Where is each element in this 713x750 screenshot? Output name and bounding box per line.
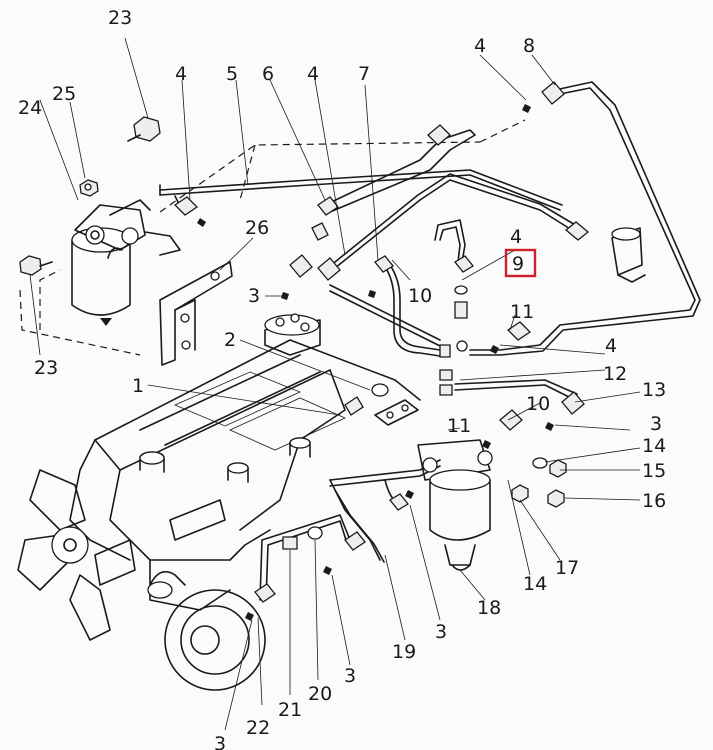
label-1: 1 bbox=[132, 375, 144, 397]
label-23: 23 bbox=[108, 7, 132, 29]
label-4: 4 bbox=[605, 335, 617, 357]
dashed-outline bbox=[19, 141, 481, 356]
junction-bracket bbox=[374, 399, 419, 426]
label-16: 16 bbox=[642, 490, 666, 512]
fuel-lines bbox=[159, 81, 701, 601]
label-10: 10 bbox=[408, 285, 432, 307]
label-4: 4 bbox=[510, 226, 522, 248]
label-17: 17 bbox=[555, 557, 579, 579]
label-19: 19 bbox=[392, 641, 416, 663]
leader-lines bbox=[29, 37, 641, 731]
distributor bbox=[264, 313, 321, 356]
highlight-box-part-9 bbox=[504, 248, 537, 278]
label-10: 10 bbox=[526, 393, 550, 415]
label-3: 3 bbox=[344, 665, 356, 687]
label-3: 3 bbox=[435, 621, 447, 643]
label-2: 2 bbox=[224, 329, 236, 351]
label-24: 24 bbox=[18, 97, 42, 119]
label-15: 15 bbox=[642, 460, 666, 482]
label-25: 25 bbox=[52, 83, 76, 105]
part-labels: 23 24 25 23 4 5 6 4 7 4 8 26 3 10 4 9 11… bbox=[18, 7, 666, 750]
nut-25 bbox=[79, 179, 99, 197]
label-4: 4 bbox=[474, 35, 486, 57]
injector-pump bbox=[611, 227, 646, 283]
label-23: 23 bbox=[34, 357, 58, 379]
label-13: 13 bbox=[642, 379, 666, 401]
label-4: 4 bbox=[307, 63, 319, 85]
label-3: 3 bbox=[214, 733, 226, 750]
label-3: 3 bbox=[248, 285, 260, 307]
label-9: 9 bbox=[512, 253, 524, 275]
label-4: 4 bbox=[175, 63, 187, 85]
bolt-23-top bbox=[127, 116, 161, 142]
label-14: 14 bbox=[523, 573, 547, 595]
label-3: 3 bbox=[650, 413, 662, 435]
label-5: 5 bbox=[226, 63, 238, 85]
main-fuel-filter bbox=[417, 439, 493, 571]
label-22: 22 bbox=[246, 717, 270, 739]
label-6: 6 bbox=[262, 63, 274, 85]
label-11: 11 bbox=[510, 301, 534, 323]
label-18: 18 bbox=[477, 597, 501, 619]
engine-block bbox=[17, 339, 421, 691]
label-21: 21 bbox=[278, 699, 302, 721]
label-11: 11 bbox=[447, 415, 471, 437]
label-12: 12 bbox=[603, 363, 627, 385]
bolt-23-left bbox=[19, 255, 53, 276]
label-26: 26 bbox=[245, 217, 269, 239]
mounting-bracket bbox=[159, 261, 233, 366]
label-7: 7 bbox=[358, 63, 370, 85]
fittings bbox=[173, 81, 590, 621]
left-fuel-filter bbox=[71, 199, 181, 326]
label-14: 14 bbox=[642, 435, 666, 457]
label-20: 20 bbox=[308, 683, 332, 705]
label-8: 8 bbox=[523, 35, 535, 57]
